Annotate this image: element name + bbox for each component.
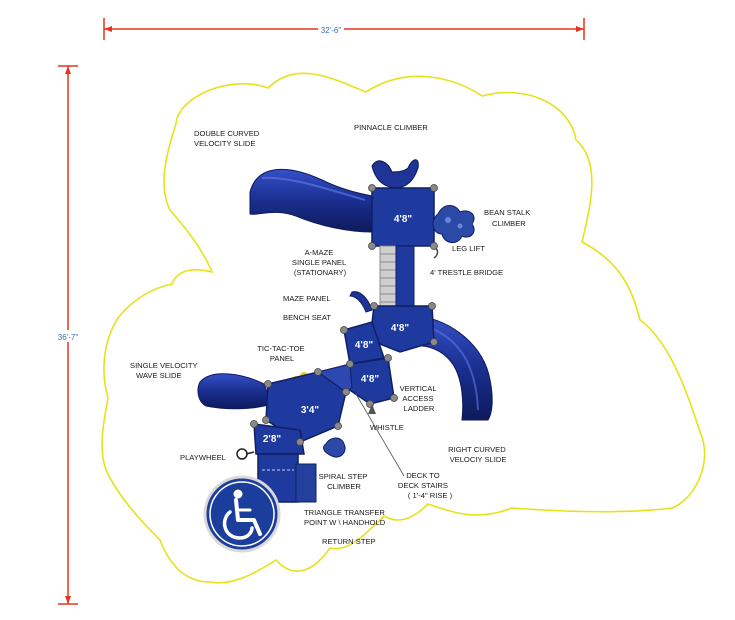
label-tic-tac-toe: TIC-TAC-TOE PANEL xyxy=(257,344,307,363)
label-right-curved: RIGHT CURVED VELOCIY SLIDE xyxy=(448,445,508,464)
label-trestle-bridge: 4' TRESTLE BRIDGE xyxy=(430,268,503,277)
playwheel xyxy=(236,448,255,460)
label-a-maze: A-MAZE SINGLE PANEL (STATIONARY) xyxy=(292,248,348,277)
deck-top-height: 4'8" xyxy=(394,214,413,225)
spiral-step-climber xyxy=(323,437,346,458)
label-deck-to-deck: DECK TO DECK STAIRS ( 1'-4" RISE ) xyxy=(398,471,453,500)
deck-bottom-height: 2'8" xyxy=(263,434,282,445)
width-dimension: 32'-6" xyxy=(103,18,585,40)
deck-low-height: 3'4" xyxy=(301,405,320,416)
label-bench-seat: BENCH SEAT xyxy=(283,313,331,322)
width-label: 32'-6" xyxy=(321,26,342,35)
trestle-bridge xyxy=(379,245,415,309)
label-bean-stalk: BEAN STALK CLIMBER xyxy=(484,208,532,228)
label-spiral-step: SPIRAL STEP CLIMBER xyxy=(319,472,370,491)
deck-mid-height: 4'8" xyxy=(361,374,380,385)
safety-zone-boundary xyxy=(101,72,706,584)
deck-to-deck-stairs xyxy=(316,363,353,393)
label-return-step: RETURN STEP xyxy=(322,537,376,546)
single-velocity-wave-slide xyxy=(197,373,273,410)
stairs-leader-line xyxy=(355,393,405,477)
label-leg-lift: LEG LIFT xyxy=(452,244,485,253)
label-vertical-ladder: VERTICAL ACCESS LADDER xyxy=(400,384,439,413)
maze-panel xyxy=(349,291,373,313)
double-curved-velocity-slide xyxy=(249,169,373,233)
label-playwheel: PLAYWHEEL xyxy=(180,453,226,462)
label-pinnacle-climber: PINNACLE CLIMBER xyxy=(354,123,428,132)
label-maze-panel: MAZE PANEL xyxy=(283,294,331,303)
deck-upper-right-height: 4'8" xyxy=(391,323,410,334)
pinnacle-climber xyxy=(371,159,419,189)
deck-bottom: 2'8" xyxy=(253,423,305,455)
accessibility-icon xyxy=(203,475,281,553)
whistle xyxy=(368,404,376,414)
support-posts xyxy=(250,184,438,446)
deck-mid-left-height: 4'8" xyxy=(355,340,374,351)
label-whistle: WHISTLE xyxy=(370,423,404,432)
label-triangle-transfer: TRIANGLE TRANSFER POINT W \ HANDHOLD xyxy=(304,508,387,527)
label-double-curved-slide: DOUBLE CURVED VELOCITY SLIDE xyxy=(194,129,261,148)
height-dimension: 36'-7" xyxy=(54,65,82,605)
height-label: 36'-7" xyxy=(58,333,79,342)
bean-stalk-climber xyxy=(432,205,475,243)
label-single-velocity: SINGLE VELOCITY WAVE SLIDE xyxy=(130,361,200,380)
deck-top: 4'8" xyxy=(371,187,435,247)
